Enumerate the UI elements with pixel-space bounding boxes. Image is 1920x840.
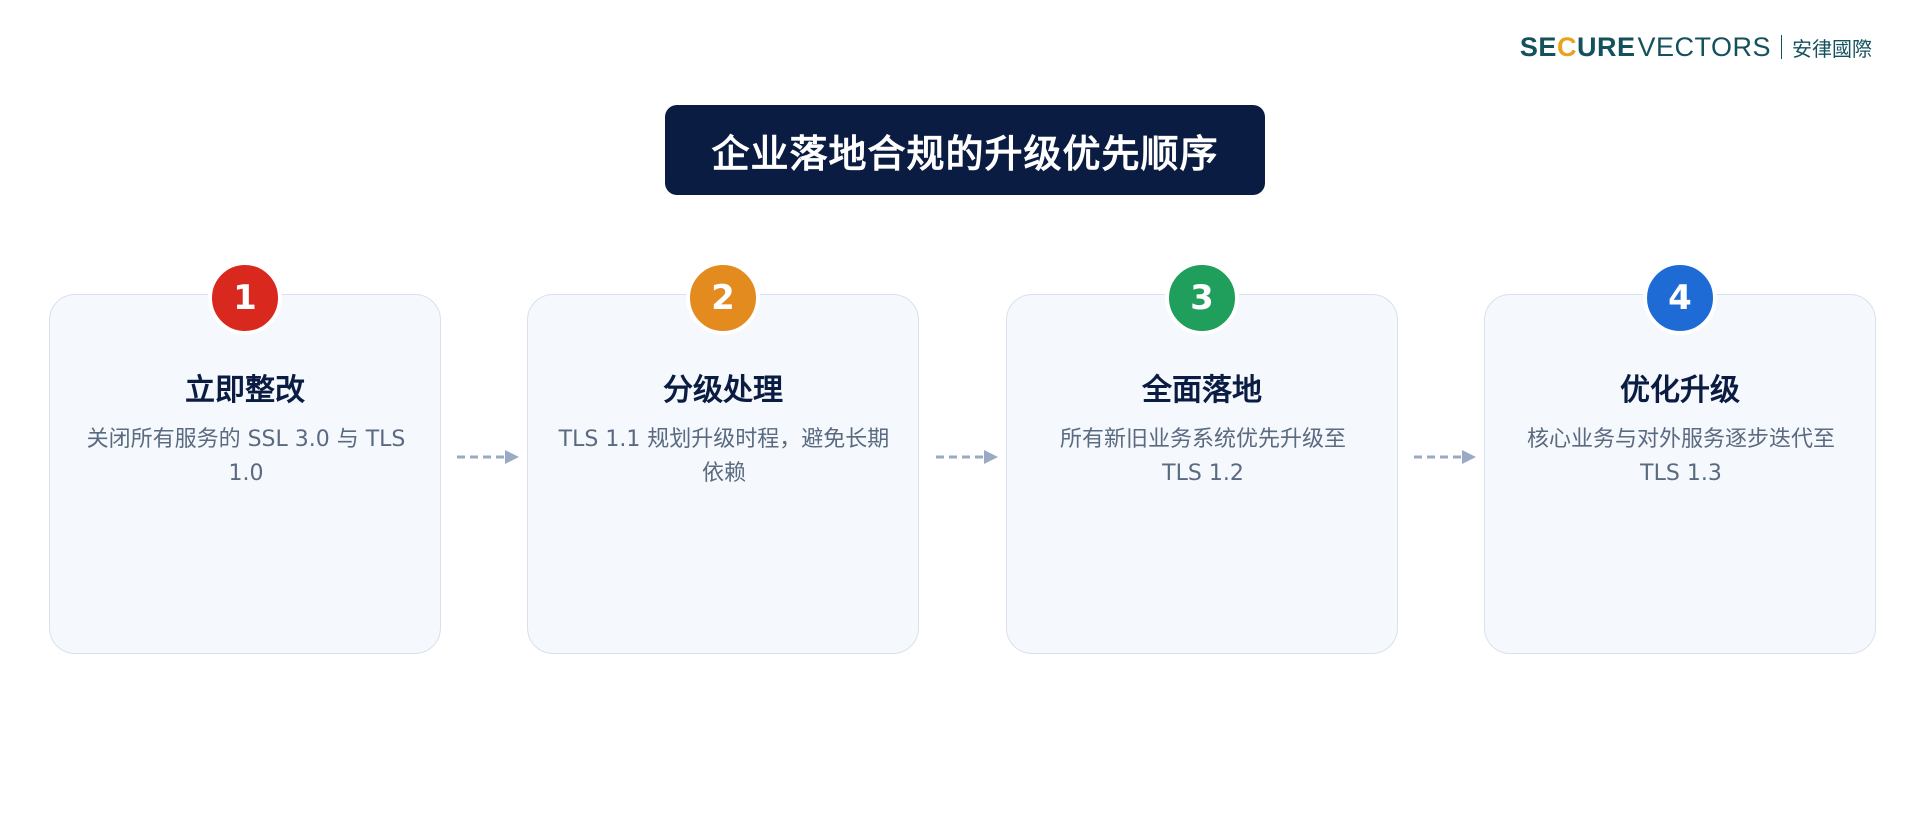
step-description-4: 核心业务与对外服务逐步迭代至 TLS 1.3 <box>1526 427 1835 486</box>
logo-c-mark: C <box>1556 31 1577 62</box>
step-card-1: 1 立即整改 关闭所有服务的 SSL 3.0 与 TLS 1.0 <box>49 261 441 654</box>
step-title-2: 分级处理 <box>663 373 783 408</box>
step-number-badge-2: 2 <box>686 261 760 335</box>
step-title-3: 全面落地 <box>1142 373 1262 408</box>
logo-divider <box>1781 35 1782 59</box>
step-card-4: 4 优化升级 核心业务与对外服务逐步迭代至 TLS 1.3 <box>1484 261 1876 654</box>
arrow-right-icon <box>936 450 998 464</box>
step-card-3: 3 全面落地 所有新旧业务系统优先升级至 TLS 1.2 <box>1006 261 1398 654</box>
step-description-1: 关闭所有服务的 SSL 3.0 与 TLS 1.0 <box>86 427 406 486</box>
title-banner: 企业落地合规的升级优先顺序 <box>665 105 1265 195</box>
step-number-badge-4: 4 <box>1643 261 1717 335</box>
step-card-2: 2 分级处理 TLS 1.1 规划升级时程，避免长期依赖 <box>527 261 919 654</box>
step-number-badge-3: 3 <box>1165 261 1239 335</box>
step-description-3: 所有新旧业务系统优先升级至 TLS 1.2 <box>1059 427 1346 486</box>
step-title-4: 优化升级 <box>1620 373 1740 408</box>
arrow-right-icon <box>1414 450 1476 464</box>
step-description-2: TLS 1.1 规划升级时程，避免长期依赖 <box>558 427 890 486</box>
logo-chinese-name: 安律國際 <box>1792 36 1872 61</box>
logo-secure-suffix: URE <box>1576 31 1636 62</box>
page-title: 企业落地合规的升级优先顺序 <box>711 131 1219 176</box>
logo-secure-prefix: SE <box>1519 31 1557 62</box>
step-number-badge-1: 1 <box>208 261 282 335</box>
arrow-right-icon <box>457 450 519 464</box>
logo-vectors-text: VECTORS <box>1637 31 1771 62</box>
step-title-1: 立即整改 <box>185 373 305 408</box>
